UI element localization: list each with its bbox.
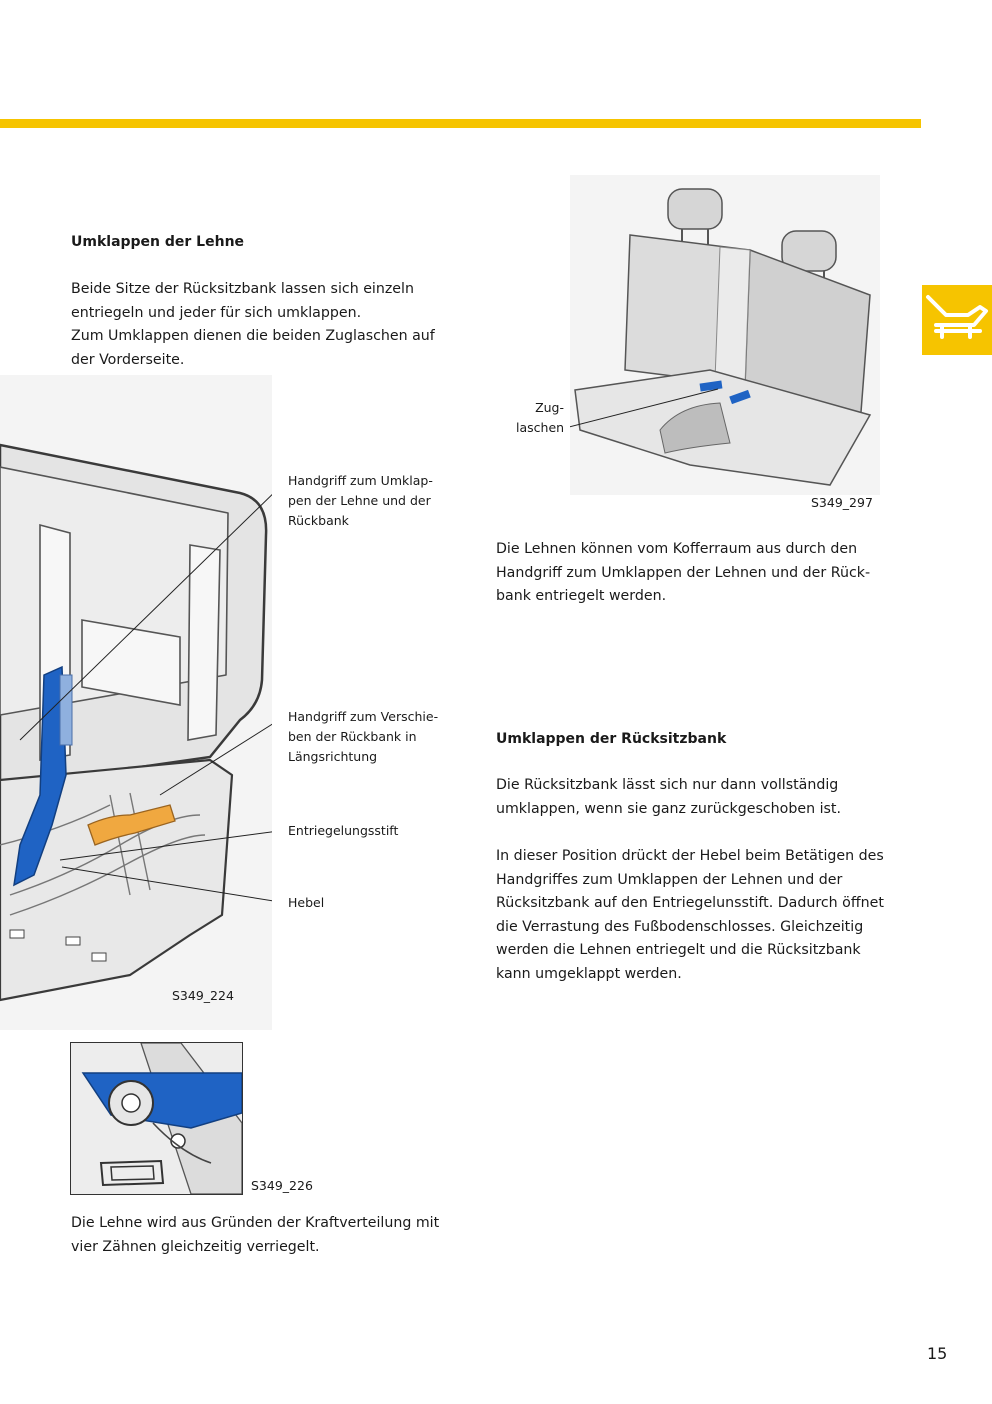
text-line: bank entriegelt werden. [496, 588, 667, 604]
text-line: In dieser Position drückt der Hebel beim… [496, 848, 884, 864]
text-line: entriegeln und jeder für sich umklappen. [71, 304, 362, 321]
label-lever: Hebel [288, 893, 324, 913]
label-line: Zug- [535, 400, 564, 415]
header-accent-bar [0, 119, 921, 128]
lock-detail-illustration [81, 1043, 242, 1194]
figure-rear-seat [570, 175, 880, 495]
text-line: umklappen, wenn sie ganz zurückgeschoben… [496, 800, 841, 817]
text-line: vier Zähnen gleichzeitig verriegelt. [71, 1238, 320, 1255]
label-pull-straps: Zug- laschen [516, 398, 564, 438]
page-number: 15 [927, 1344, 948, 1363]
figure-code-detail: S349_226 [251, 1178, 313, 1193]
label-handle-slide: Handgriff zum Verschie- ben der Rückbank… [288, 707, 438, 767]
text-line: Die Lehnen können vom Kofferraum aus dur… [496, 541, 858, 557]
label-line: Hebel [288, 895, 325, 910]
label-line: laschen [516, 420, 565, 435]
outro-paragraph: Die Lehne wird aus Gründen der Kraftvert… [71, 1212, 439, 1259]
text-line: Handgriff zum Umklappen der Lehnen und d… [496, 564, 871, 581]
label-handle-fold: Handgriff zum Umklap- pen der Lehne und … [288, 471, 433, 531]
text-line: Zum Umklappen dienen die beiden Zuglasch… [71, 328, 435, 344]
text-line: Beide Sitze der Rücksitzbank lassen sich… [71, 281, 414, 297]
text-line: Die Rücksitzbank lässt sich nur dann vol… [496, 777, 839, 793]
heading-fold-backrest: Umklappen der Lehne [71, 234, 245, 250]
label-line: Rückbank [288, 513, 349, 528]
label-line: Handgriff zum Verschie- [288, 709, 439, 724]
label-line: pen der Lehne und der [288, 493, 431, 508]
seat-frame-illustration [0, 443, 272, 1002]
heading-fold-bench: Umklappen der Rücksitzbank [496, 731, 727, 747]
figure-code-main: S349_224 [172, 988, 234, 1003]
figure-code-seat: S349_297 [811, 495, 873, 510]
text-line: kann umgeklappt werden. [496, 965, 682, 982]
text-line: Handgriffes zum Umklappen der Lehnen und… [496, 871, 843, 888]
text-line: die Verrastung des Fußbodenschlosses. Gl… [496, 918, 864, 935]
label-release-pin: Entriegelungsstift [288, 821, 398, 841]
rear-seat-illustration [570, 188, 872, 486]
label-line: ben der Rückbank in [288, 729, 417, 744]
intro-paragraph: Beide Sitze der Rücksitzbank lassen sich… [71, 278, 435, 372]
label-line: Entriegelungsstift [288, 823, 399, 838]
folded-seat-icon [926, 295, 988, 339]
paragraph-bench-condition: Die Rücksitzbank lässt sich nur dann vol… [496, 774, 841, 821]
paragraph-trunk-release: Die Lehnen können vom Kofferraum aus dur… [496, 538, 870, 609]
figure-mechanism [0, 375, 272, 1030]
figure-detail [70, 1042, 243, 1195]
label-line: Längsrichtung [288, 749, 378, 764]
label-line: Handgriff zum Umklap- [288, 473, 433, 488]
text-line: werden die Lehnen entriegelt und die Rüc… [496, 942, 861, 958]
paragraph-lever-action: In dieser Position drückt der Hebel beim… [496, 845, 884, 986]
text-line: Rücksitzbank auf den Entriegelunsstift. … [496, 895, 884, 911]
section-tab [922, 285, 992, 355]
text-line: der Vorderseite. [71, 351, 185, 368]
text-line: Die Lehne wird aus Gründen der Kraftvert… [71, 1215, 440, 1231]
